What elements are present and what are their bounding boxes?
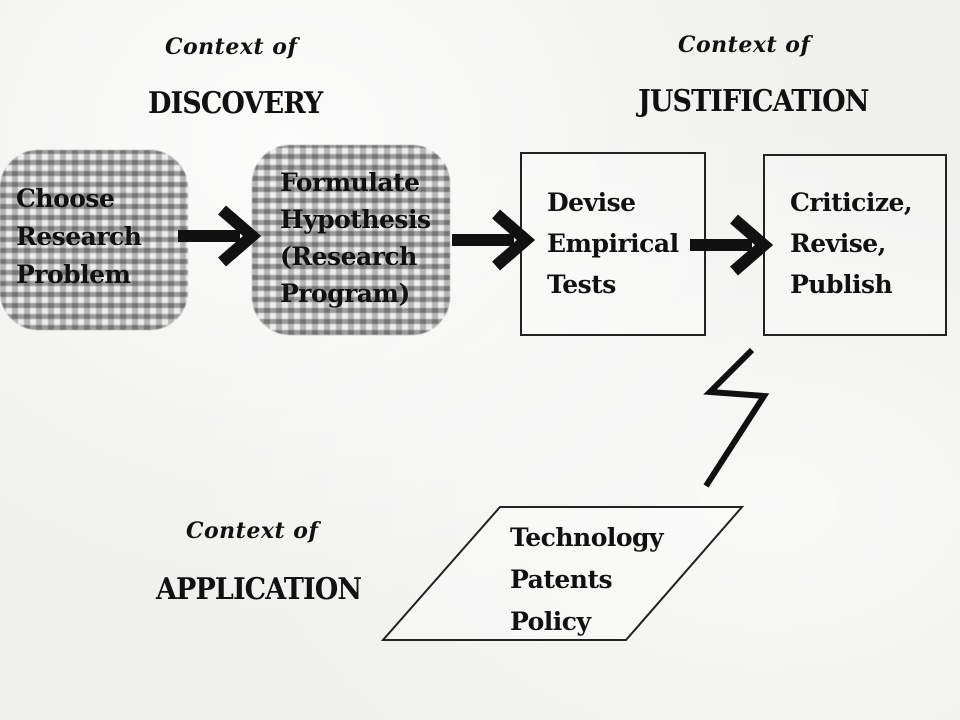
- application-item: Patents: [510, 565, 613, 594]
- step-line: Research: [16, 222, 142, 251]
- step-line: Criticize,: [790, 188, 913, 217]
- step-line: Empirical: [547, 229, 679, 258]
- step-line: Revise,: [790, 229, 886, 258]
- step-line: (Research: [280, 242, 417, 271]
- application-outputs: Technology Patents Policy: [510, 517, 664, 643]
- application-title: APPLICATION: [156, 572, 362, 607]
- step-line: Problem: [16, 260, 131, 289]
- arrow-right-icon: [690, 214, 774, 276]
- step-line: Formulate: [280, 168, 420, 197]
- discovery-cloud-2: [252, 145, 450, 335]
- discovery-title: DISCOVERY: [148, 86, 323, 121]
- step-devise-empirical-tests: Devise Empirical Tests: [547, 182, 679, 305]
- application-item: Technology: [510, 523, 664, 552]
- justification-title: JUSTIFICATION: [638, 84, 869, 119]
- application-context-label: Context of: [186, 518, 319, 544]
- step-line: Devise: [547, 188, 636, 217]
- criticize-publish-box: [763, 154, 947, 336]
- discovery-context-label: Context of: [165, 34, 298, 60]
- step-line: Program): [280, 279, 410, 308]
- step-formulate-hypothesis: Formulate Hypothesis (Research Program): [280, 164, 431, 312]
- devise-tests-box: [520, 152, 706, 336]
- step-criticize-revise-publish: Criticize, Revise, Publish: [790, 182, 913, 305]
- lightning-connector-icon: [703, 347, 770, 488]
- arrow-right-icon: [178, 205, 262, 267]
- step-line: Tests: [547, 270, 616, 299]
- arrow-right-icon: [452, 209, 536, 271]
- justification-context-label: Context of: [678, 32, 811, 58]
- application-item: Policy: [510, 607, 591, 636]
- step-line: Hypothesis: [280, 205, 431, 234]
- step-choose-research-problem: Choose Research Problem: [16, 180, 142, 294]
- discovery-cloud-1: [0, 150, 188, 330]
- application-parallelogram: [380, 506, 745, 641]
- step-line: Publish: [790, 270, 893, 299]
- step-line: Choose: [16, 184, 115, 213]
